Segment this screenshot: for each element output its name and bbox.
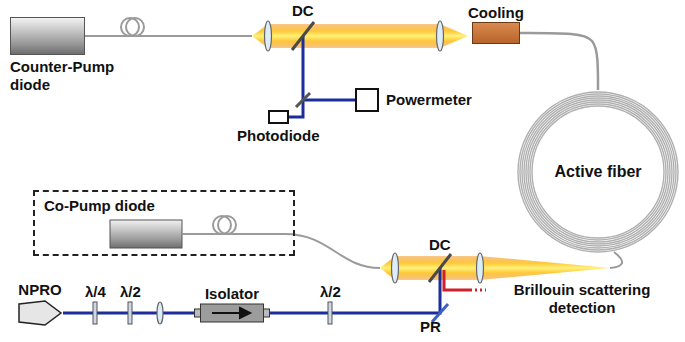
npro-body bbox=[17, 299, 63, 327]
isolator: Isolator bbox=[194, 285, 270, 323]
npro-crystal bbox=[19, 301, 61, 325]
fiber-winding bbox=[522, 96, 674, 248]
fiber-winding bbox=[530, 104, 666, 240]
fiber-loop bbox=[218, 216, 236, 234]
fiber-connector bbox=[520, 33, 598, 90]
component-label: DC bbox=[429, 236, 451, 254]
waveplate-label: λ/4 bbox=[85, 283, 106, 301]
fiber-winding bbox=[518, 92, 678, 252]
npro-laser: NPRO bbox=[17, 281, 63, 327]
lens bbox=[265, 21, 272, 51]
pump-beam bbox=[380, 256, 610, 280]
component-label: PR bbox=[420, 318, 441, 336]
waveplate-label: λ/2 bbox=[320, 283, 341, 301]
node-label: Isolator bbox=[205, 285, 259, 303]
waveplate bbox=[93, 302, 97, 324]
monitor-beam bbox=[303, 36, 355, 100]
polarizer bbox=[264, 309, 270, 317]
cooling-block: Cooling bbox=[468, 4, 524, 44]
pump-fiber bbox=[182, 234, 380, 268]
dichroic-mirror bbox=[292, 22, 314, 50]
fiber-coil: Active fiber bbox=[516, 90, 680, 254]
photodiode: Photodiode bbox=[237, 110, 320, 145]
pump-diode bbox=[110, 220, 182, 248]
lens bbox=[437, 21, 444, 51]
fiber-winding bbox=[528, 102, 668, 242]
dashed-region: Co-Pump diode bbox=[33, 190, 295, 256]
pump-diode-body bbox=[10, 17, 85, 55]
cooling-block-body bbox=[472, 22, 520, 44]
powermeter-body bbox=[355, 88, 379, 112]
isolator-body bbox=[194, 303, 270, 323]
node-label: Photodiode bbox=[237, 127, 320, 145]
powermeter: Powermeter bbox=[355, 88, 472, 112]
node-label: Cooling bbox=[468, 4, 524, 22]
brillouin-beam bbox=[470, 289, 486, 292]
brillouin-beam bbox=[444, 270, 470, 290]
fiber-winding bbox=[532, 106, 664, 238]
fiber-end bbox=[610, 252, 622, 268]
lens bbox=[477, 253, 484, 283]
polarizer bbox=[195, 309, 201, 317]
node-label: NPRO bbox=[18, 281, 61, 299]
direction-arrow bbox=[212, 308, 250, 318]
pump-beam bbox=[252, 24, 468, 48]
fiber-loop bbox=[126, 18, 144, 36]
fiber-winding bbox=[526, 100, 670, 244]
node-label: Counter-Pump diode bbox=[10, 58, 128, 94]
lens bbox=[392, 253, 399, 283]
dichroic-mirror bbox=[429, 254, 451, 282]
fiber-winding bbox=[520, 94, 676, 250]
fiber-winding bbox=[524, 98, 672, 246]
node-label: Active fiber bbox=[554, 163, 641, 181]
lens bbox=[157, 302, 163, 324]
node-label: Powermeter bbox=[386, 91, 472, 109]
photodiode-body bbox=[268, 110, 289, 124]
mirror bbox=[296, 93, 310, 107]
waveplate bbox=[328, 302, 332, 324]
waveplate-label: λ/2 bbox=[120, 283, 141, 301]
isolator-housing bbox=[201, 304, 264, 322]
node-label: Co-Pump diode bbox=[44, 197, 155, 215]
waveplate bbox=[128, 302, 132, 324]
component-label: DC bbox=[292, 2, 314, 20]
detection-label: Brillouin scattering detection bbox=[492, 281, 672, 317]
pump-fiber bbox=[85, 35, 252, 37]
pump-diode: Counter-Pump diode bbox=[10, 17, 128, 94]
